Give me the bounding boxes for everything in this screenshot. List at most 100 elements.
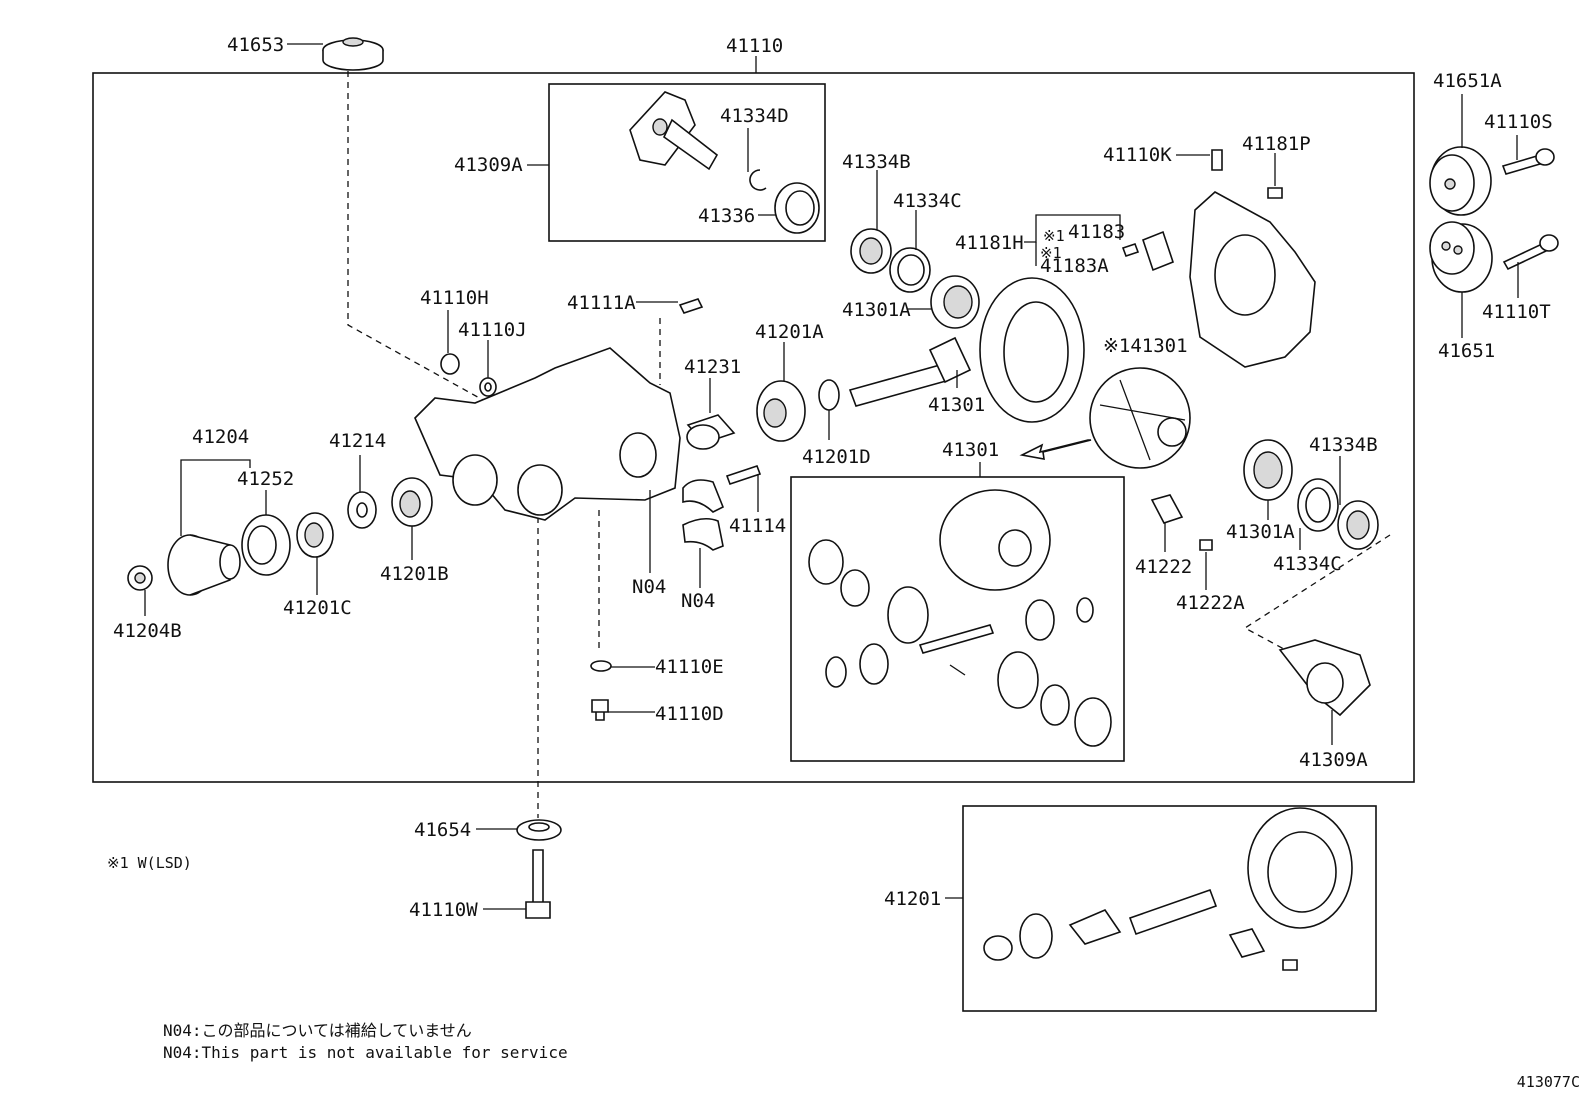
label-41336: 41336 bbox=[698, 205, 755, 227]
label-41309A-right: 41309A bbox=[1299, 749, 1368, 771]
part-41204-companion-flange bbox=[167, 534, 241, 596]
direction-arrow bbox=[1019, 439, 1092, 460]
part-41231-spacer bbox=[686, 414, 736, 450]
label-41301-box: 41301 bbox=[942, 439, 999, 461]
part-41334C-spacer bbox=[889, 247, 931, 293]
part-41201B-bearing bbox=[391, 477, 433, 527]
part-41301-drive-pinion bbox=[848, 336, 972, 407]
part-41110E-gasket bbox=[590, 660, 612, 672]
label-41231: 41231 bbox=[684, 356, 741, 378]
part-41111A-vent-plug bbox=[678, 298, 704, 314]
part-bearing-cap-upper bbox=[682, 479, 725, 513]
service-notes: N04:この部品については補給していません N04:This part is n… bbox=[163, 1020, 568, 1064]
part-41110D-drain-plug bbox=[591, 699, 609, 721]
part-bearing-cap-lower bbox=[682, 517, 724, 551]
label-41214: 41214 bbox=[329, 430, 386, 452]
assembly-frame-41110 bbox=[92, 72, 1415, 783]
label-41334B-top: 41334B bbox=[842, 151, 911, 173]
label-41334C-top: 41334C bbox=[893, 190, 962, 212]
note-english: N04:This part is not available for servi… bbox=[163, 1043, 568, 1062]
label-41301A-top: 41301A bbox=[842, 299, 911, 321]
label-41334D: 41334D bbox=[720, 105, 789, 127]
part-41181P-bolt bbox=[1267, 187, 1283, 199]
lsd-legend: ※1 W(LSD) bbox=[107, 854, 192, 872]
part-41301A-bearing bbox=[930, 275, 980, 329]
part-41301-diff-case bbox=[939, 489, 1051, 591]
label-41252: 41252 bbox=[237, 468, 294, 490]
part-41110J-gasket bbox=[479, 377, 497, 397]
part-41301-lsd-case bbox=[1089, 367, 1191, 469]
part-41252-oil-seal bbox=[241, 514, 291, 576]
subbox-41201 bbox=[962, 805, 1377, 1012]
label-41222A: 41222A bbox=[1176, 592, 1245, 614]
label-41110: 41110 bbox=[726, 35, 783, 57]
part-41309A-flange-right bbox=[1278, 639, 1371, 717]
label-41204B: 41204B bbox=[113, 620, 182, 642]
part-41301-internals bbox=[808, 539, 1112, 747]
part-41654-stopper bbox=[516, 819, 562, 841]
part-41301-ring-gear bbox=[979, 277, 1085, 423]
part-41201C-bearing bbox=[296, 512, 334, 558]
part-41651-flange bbox=[1429, 221, 1493, 293]
part-41653-cap bbox=[322, 37, 384, 71]
label-41110W: 41110W bbox=[409, 899, 478, 921]
part-41214-spacer bbox=[347, 491, 377, 529]
label-41204: 41204 bbox=[192, 426, 249, 448]
part-41201A-bearing bbox=[756, 380, 806, 442]
label-n04-b: N04 bbox=[681, 590, 715, 612]
label-41111A: 41111A bbox=[567, 292, 636, 314]
label-41309A-top: 41309A bbox=[454, 154, 523, 176]
label-41334B-right: 41334B bbox=[1309, 434, 1378, 456]
label-41183: 41183 bbox=[1068, 221, 1125, 243]
part-41201D-washer bbox=[818, 379, 840, 411]
label-41222: 41222 bbox=[1135, 556, 1192, 578]
diagram-code: 413077C bbox=[1516, 1073, 1580, 1091]
label-41181H: 41181H bbox=[955, 232, 1024, 254]
label-41651: 41651 bbox=[1438, 340, 1495, 362]
subbox-41309A bbox=[548, 83, 826, 242]
part-41110-carrier-housing bbox=[414, 347, 681, 521]
label-n04-a: N04 bbox=[632, 576, 666, 598]
label-41651A: 41651A bbox=[1433, 70, 1502, 92]
label-41110S: 41110S bbox=[1484, 111, 1553, 133]
part-41110H-plug bbox=[440, 353, 460, 375]
label-41201: 41201 bbox=[884, 888, 941, 910]
label-41110E: 41110E bbox=[655, 656, 724, 678]
part-41110-rear-cover bbox=[1189, 191, 1316, 368]
part-41114-bolt bbox=[725, 464, 762, 486]
label-41110J: 41110J bbox=[458, 319, 527, 341]
label-mark1-a: ※1 bbox=[1043, 227, 1065, 245]
part-41201-gear-set bbox=[983, 807, 1353, 971]
part-41204B-nut bbox=[127, 565, 153, 591]
label-41114: 41114 bbox=[729, 515, 786, 537]
part-41183-bracket bbox=[1142, 230, 1174, 272]
label-41183A: 41183A bbox=[1040, 255, 1109, 277]
leader-lines bbox=[144, 43, 1519, 910]
note-japanese: N04:この部品については補給していません bbox=[163, 1021, 472, 1040]
part-41301A-bearing-right bbox=[1243, 439, 1293, 501]
part-41110W-bolt bbox=[525, 849, 551, 919]
label-41654: 41654 bbox=[414, 819, 471, 841]
label-41301A-right: 41301A bbox=[1226, 521, 1295, 543]
label-mark1-b: ※1 bbox=[1040, 244, 1062, 262]
label-41301-lsd: ※141301 bbox=[1103, 335, 1188, 357]
label-41201A: 41201A bbox=[755, 321, 824, 343]
label-41110K: 41110K bbox=[1103, 144, 1172, 166]
label-41201C: 41201C bbox=[283, 597, 352, 619]
subbox-41301 bbox=[790, 476, 1125, 762]
part-41222-lock-plate bbox=[1150, 494, 1184, 524]
label-41301-pinion: 41301 bbox=[928, 394, 985, 416]
label-41201B: 41201B bbox=[380, 563, 449, 585]
part-41110K-breather bbox=[1211, 149, 1223, 171]
part-41336-seal bbox=[774, 182, 820, 234]
part-41183A-bolt bbox=[1121, 242, 1140, 258]
part-41309A-flange bbox=[629, 91, 719, 171]
label-41110H: 41110H bbox=[420, 287, 489, 309]
part-41334D-snap-ring bbox=[749, 169, 767, 191]
label-41110T: 41110T bbox=[1482, 301, 1551, 323]
label-41334C-right: 41334C bbox=[1273, 553, 1342, 575]
label-41181P: 41181P bbox=[1242, 133, 1311, 155]
part-41110T-bolt bbox=[1502, 234, 1559, 271]
label-41110D: 41110D bbox=[655, 703, 724, 725]
